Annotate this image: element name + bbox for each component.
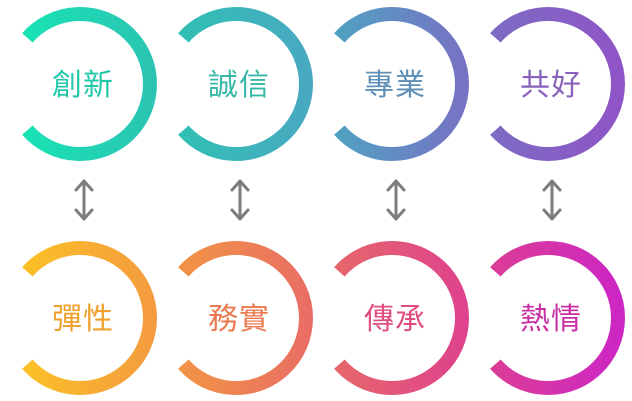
top-row: 創新 誠信 專業 共好	[22, 7, 625, 161]
ring-heritage: 傳承	[334, 241, 469, 395]
ring-flexibility-label: 彈性	[52, 302, 114, 337]
arrows	[74, 179, 562, 221]
ring-mutual-benefit: 共好	[490, 7, 625, 161]
ring-pragmatism-label: 務實	[208, 302, 270, 337]
ring-integrity-arc	[178, 7, 313, 161]
double-vertical-arrow-icon	[386, 179, 406, 221]
ring-innovation-label: 創新	[52, 68, 114, 103]
ring-passion-arc	[490, 241, 625, 395]
ring-heritage-label: 傳承	[364, 302, 426, 337]
ring-pragmatism: 務實	[178, 241, 313, 395]
ring-passion-label: 熱情	[520, 302, 582, 337]
ring-mutual-benefit-label: 共好	[520, 68, 582, 103]
double-vertical-arrow-icon	[230, 179, 250, 221]
ring-professionalism-arc	[334, 7, 469, 161]
double-vertical-arrow-icon	[542, 179, 562, 221]
bottom-row: 彈性 務實 傳承 熱情	[22, 241, 625, 395]
ring-flexibility: 彈性	[22, 241, 157, 395]
ring-pragmatism-arc	[178, 241, 313, 395]
ring-passion: 熱情	[490, 241, 625, 395]
double-vertical-arrow-icon	[74, 179, 94, 221]
ring-innovation: 創新	[22, 7, 157, 161]
ring-integrity-label: 誠信	[208, 68, 270, 103]
ring-professionalism-label: 專業	[364, 68, 426, 103]
ring-professionalism: 專業	[334, 7, 469, 161]
ring-flexibility-arc	[22, 241, 157, 395]
ring-mutual-benefit-arc	[490, 7, 625, 161]
ring-innovation-arc	[22, 7, 157, 161]
ring-heritage-arc	[334, 241, 469, 395]
ring-integrity: 誠信	[178, 7, 313, 161]
